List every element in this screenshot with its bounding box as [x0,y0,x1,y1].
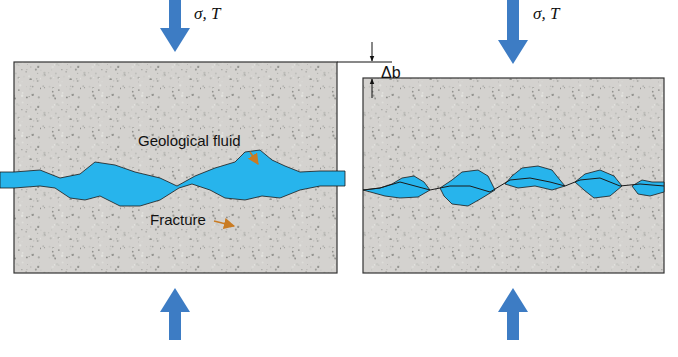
fluid-fracture [0,150,345,206]
leader-line [214,152,258,226]
fracture-trace [363,178,664,192]
load-arrow [160,0,528,340]
part-label: Fracture [150,211,206,228]
dimension-label: Δb [381,64,401,82]
part-label: Geological fluid [138,132,241,149]
load-label: σ, T [533,4,559,24]
load-label: σ, T [194,4,220,24]
fluid-pockets [363,166,664,206]
rock-block [363,78,664,273]
